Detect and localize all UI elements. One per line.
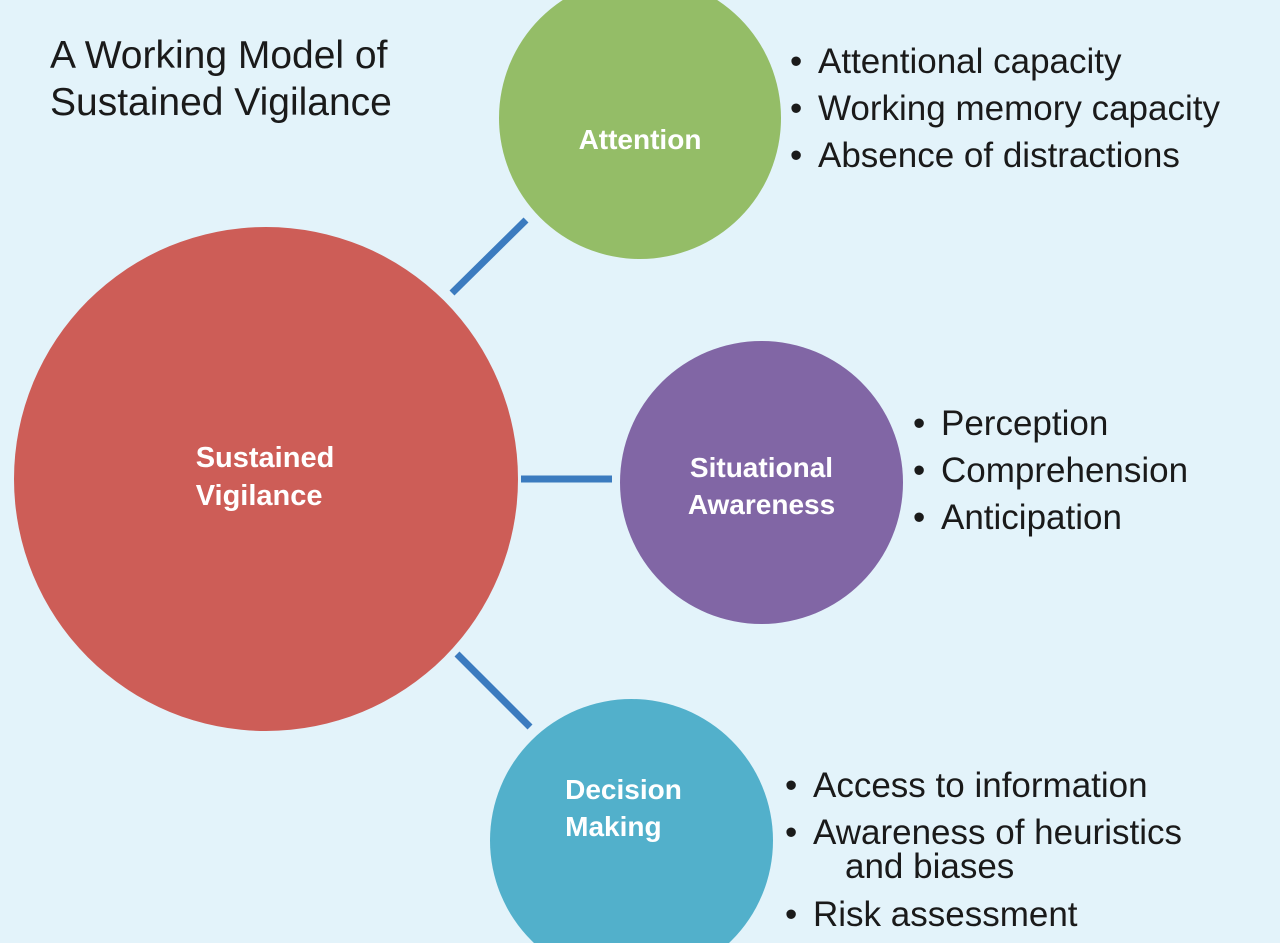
title-line-2: Sustained Vigilance (50, 81, 392, 124)
bullet-item: Working memory capacity (790, 85, 1220, 132)
node-decision-making: Decision Making (490, 699, 773, 943)
node-attention: Attention (499, 0, 781, 259)
decision-making-bullet-list: Access to information Awareness of heuri… (785, 762, 1233, 938)
connector-attention (449, 217, 529, 296)
situational-awareness-bullet-list: Perception Comprehension Anticipation (913, 400, 1188, 541)
bullet-item: Access to information (785, 762, 1233, 809)
bullet-item: Anticipation (913, 494, 1188, 541)
node-decision-making-label: Decision Making (565, 771, 682, 845)
node-sustained-vigilance: Sustained Vigilance (14, 227, 518, 731)
decision-making-line-2: Making (565, 810, 662, 842)
attention-bullet-list: Attentional capacity Working memory capa… (790, 38, 1220, 179)
bullet-item: Attentional capacity (790, 38, 1220, 85)
bullet-item: Comprehension (913, 447, 1188, 494)
bullet-item-line-1: Awareness of heuristics (813, 813, 1182, 852)
connector-decision (454, 651, 533, 730)
decision-making-line-1: Decision (565, 773, 682, 805)
sustained-vigilance-line-1: Sustained (195, 442, 335, 474)
sustained-vigilance-line-2: Vigilance (195, 480, 323, 512)
node-sustained-vigilance-label: Sustained Vigilance (196, 439, 335, 515)
bullet-item: Absence of distractions (790, 132, 1220, 179)
node-attention-label: Attention (578, 124, 702, 155)
node-situational-awareness-label: Situational Awareness (688, 449, 835, 523)
situational-awareness-line-2: Awareness (687, 488, 836, 520)
bullet-item-multiline: Awareness of heuristics and biases (785, 813, 1233, 886)
situational-awareness-line-1: Situational (689, 451, 834, 483)
diagram-title: A Working Model of Sustained Vigilance (50, 32, 392, 126)
bullet-item: Perception (913, 400, 1188, 447)
bullet-item-line-2: and biases (845, 847, 1015, 886)
title-line-1: A Working Model of (50, 34, 388, 77)
bullet-item: Risk assessment (785, 891, 1233, 938)
node-situational-awareness: Situational Awareness (620, 341, 903, 624)
